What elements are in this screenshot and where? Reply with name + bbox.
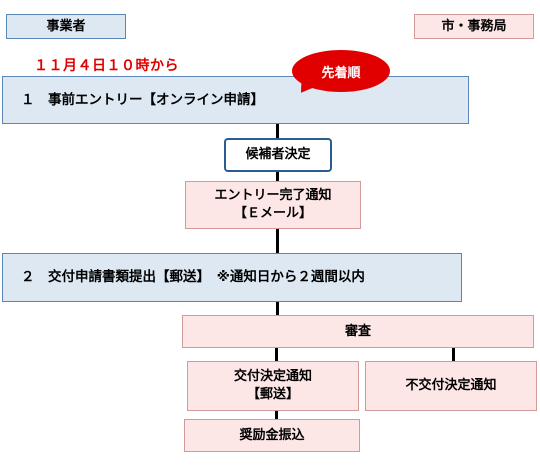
connector-entry-notice-step2 xyxy=(276,228,279,254)
review-box: 審査 xyxy=(182,315,534,348)
city-office-label: 市・事務局 xyxy=(414,14,534,39)
candidate-decision: 候補者決定 xyxy=(224,138,332,172)
non-grant-decision-notice: 不交付決定通知 xyxy=(365,361,537,411)
connector-grant-payment xyxy=(275,410,278,420)
entry-notice-line2: 【Ｅメール】 xyxy=(233,206,312,221)
start-time-label: １１月４日１０時から xyxy=(34,58,179,74)
grant-notice-line1: 交付決定通知 xyxy=(233,369,312,385)
step1-pre-entry: １ 事前エントリー【オンライン申請】 xyxy=(2,76,469,124)
connector-review-grant xyxy=(275,347,278,362)
grant-decision-notice: 交付決定通知 【郵送】 xyxy=(187,361,359,411)
entry-notice-line1: エントリー完了通知 xyxy=(214,188,332,204)
entry-completion-notice: エントリー完了通知 【Ｅメール】 xyxy=(185,181,361,229)
applicant-label: 事業者 xyxy=(6,14,126,39)
step2-submit-documents: ２ 交付申請書類提出【郵送】 ※通知日から２週間以内 xyxy=(2,253,462,302)
connector-step2-review xyxy=(276,301,279,316)
incentive-payment: 奨励金振込 xyxy=(184,419,360,452)
connector-step1-candidate xyxy=(276,123,279,139)
connector-review-non-grant xyxy=(452,347,455,362)
grant-notice-line2: 【郵送】 xyxy=(246,387,299,402)
connector-candidate-entry-notice xyxy=(276,171,279,182)
first-come-badge: 先着順 xyxy=(292,50,390,92)
